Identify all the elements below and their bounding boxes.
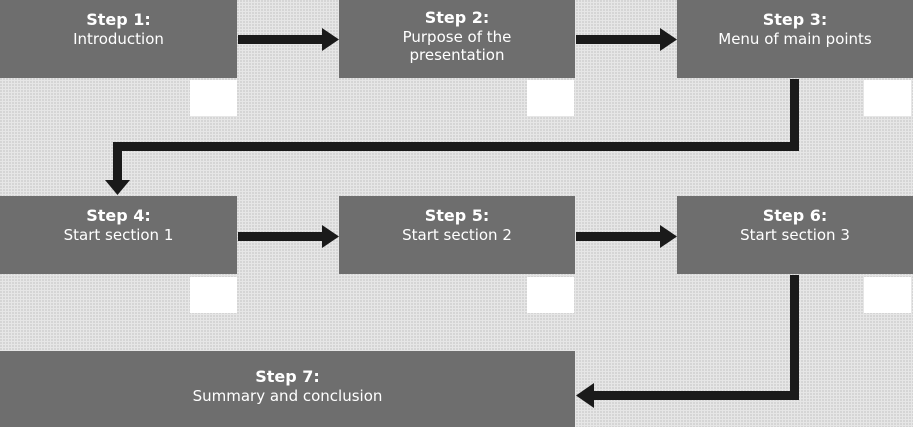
step-4-title: Step 4: bbox=[86, 206, 151, 225]
step-2-tab bbox=[527, 80, 574, 116]
step-3-desc: Menu of main points bbox=[718, 30, 872, 48]
step-7-title: Step 7: bbox=[255, 367, 320, 386]
step-4-tab bbox=[190, 277, 237, 313]
step-3-tab bbox=[864, 80, 911, 116]
step-5-tab bbox=[527, 277, 574, 313]
arrow-1-2-head bbox=[322, 28, 339, 51]
step-2-desc: Purpose of the presentation bbox=[402, 28, 512, 64]
step-1-tab bbox=[190, 80, 237, 116]
arrow-3-4-head bbox=[105, 180, 130, 195]
arrow-3-4-down bbox=[790, 79, 799, 151]
step-4-box: Step 4: Start section 1 bbox=[0, 196, 237, 274]
step-6-tab bbox=[864, 277, 911, 313]
step-5-desc: Start section 2 bbox=[402, 226, 512, 244]
arrow-6-7-head bbox=[576, 383, 594, 408]
arrow-6-7-down bbox=[790, 275, 799, 400]
arrow-5-6-head bbox=[660, 225, 677, 248]
step-1-box: Step 1: Introduction bbox=[0, 0, 237, 78]
step-5-title: Step 5: bbox=[424, 206, 490, 225]
step-6-box: Step 6: Start section 3 bbox=[677, 196, 913, 274]
step-7-desc: Summary and conclusion bbox=[192, 387, 383, 405]
arrow-6-7-across bbox=[592, 391, 799, 400]
arrow-3-4-across bbox=[113, 142, 799, 151]
arrow-5-6-shaft bbox=[576, 232, 662, 241]
step-5-box: Step 5: Start section 2 bbox=[339, 196, 575, 274]
step-3-title: Step 3: bbox=[762, 10, 828, 29]
step-2-title: Step 2: bbox=[424, 8, 490, 27]
arrow-2-3-head bbox=[660, 28, 677, 51]
step-1-desc: Introduction bbox=[73, 30, 164, 48]
step-6-title: Step 6: bbox=[762, 206, 828, 225]
step-1-title: Step 1: bbox=[86, 10, 151, 29]
arrow-4-5-head bbox=[322, 225, 339, 248]
arrow-2-3-shaft bbox=[576, 35, 662, 44]
step-4-desc: Start section 1 bbox=[63, 226, 174, 244]
arrow-3-4-drop bbox=[113, 142, 122, 182]
step-3-box: Step 3: Menu of main points bbox=[677, 0, 913, 78]
step-6-desc: Start section 3 bbox=[740, 226, 850, 244]
arrow-4-5-shaft bbox=[238, 232, 324, 241]
arrow-1-2-shaft bbox=[238, 35, 324, 44]
step-2-box: Step 2: Purpose of the presentation bbox=[339, 0, 575, 78]
step-7-box: Step 7: Summary and conclusion bbox=[0, 351, 575, 427]
